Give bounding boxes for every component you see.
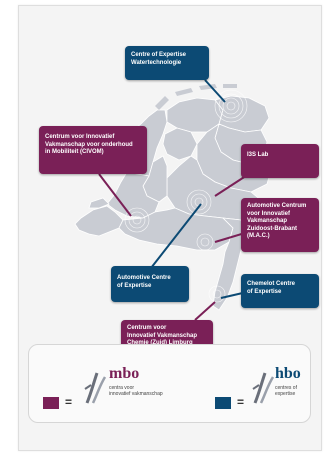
- callout-mac: Automotive Centrum voor Innovatief Vakma…: [241, 198, 319, 252]
- ripple-marks: [124, 89, 248, 303]
- province-zeeland: [74, 205, 124, 237]
- callout-line: Automotive Centre: [117, 275, 171, 281]
- callout-automotive-coe: Automotive Centre of Expertise: [111, 266, 189, 302]
- mbo-subtitle-line: innovatief vakmanschap: [109, 391, 163, 397]
- callout-line: Centrum voor Innovatief: [45, 134, 115, 140]
- callout-line: Zuidoost-Brabant: [247, 225, 297, 232]
- callout-line: (M.A.C.): [247, 233, 270, 240]
- legend-equals-mbo: =: [65, 395, 73, 409]
- callout-line: Automotive Centrum: [247, 203, 307, 209]
- callout-line: I3S Lab: [247, 152, 269, 158]
- mbo-logo-icon: [84, 372, 107, 404]
- callout-chemelot: Chemelot Centre of Expertise: [241, 274, 319, 308]
- callout-line: in Mobiliteit (CIVOM): [45, 149, 104, 156]
- callout-line: Innovatief Vakmanschap: [127, 332, 198, 339]
- callout-line: Chemie (Zuid) Limburg: [127, 340, 207, 348]
- callout-civom: Centrum voor Innovatief Vakmanschap voor…: [39, 126, 147, 174]
- mbo-subtitle-line: centra voor: [109, 385, 135, 391]
- callout-line: Centrum voor: [127, 325, 167, 331]
- hbo-logo-subtitle: centres of expertise: [275, 385, 297, 397]
- legend-swatch-hbo: [215, 397, 231, 409]
- legend-panel: = mbo centra voor innovatief vakmanschap…: [28, 344, 311, 423]
- callout-line: voor Innovatief: [247, 210, 291, 217]
- wadden-islands: [155, 84, 237, 110]
- hbo-subtitle-line: centres of: [275, 385, 297, 391]
- legend-equals-hbo: =: [237, 395, 245, 409]
- callout-line: Watertechnologie: [131, 59, 182, 66]
- hbo-subtitle-line: expertise: [275, 391, 296, 397]
- callout-water-technology: Centre of Expertise Watertechnologie: [125, 46, 209, 80]
- mbo-logo-subtitle: centra voor innovatief vakmanschap: [109, 385, 163, 397]
- province-zeeland-islands: [88, 197, 110, 209]
- callout-line: Centre of Expertise: [131, 52, 187, 58]
- callout-line: Vakmanschap: [247, 218, 288, 225]
- province-flevoland: [162, 127, 198, 161]
- callout-i3s-lab: I3S Lab: [241, 144, 319, 178]
- hbo-logo-icon: [252, 372, 275, 404]
- callout-line: Chemelot Centre: [247, 281, 296, 287]
- callout-line: of Expertise: [247, 288, 282, 295]
- hbo-logo-text: hbo: [275, 365, 301, 382]
- callout-line: Vakmanschap voor onderhoud: [45, 141, 133, 148]
- mbo-logo-text: mbo: [109, 365, 140, 382]
- legend-swatch-mbo: [43, 397, 59, 409]
- callout-line: of Expertise: [117, 282, 152, 289]
